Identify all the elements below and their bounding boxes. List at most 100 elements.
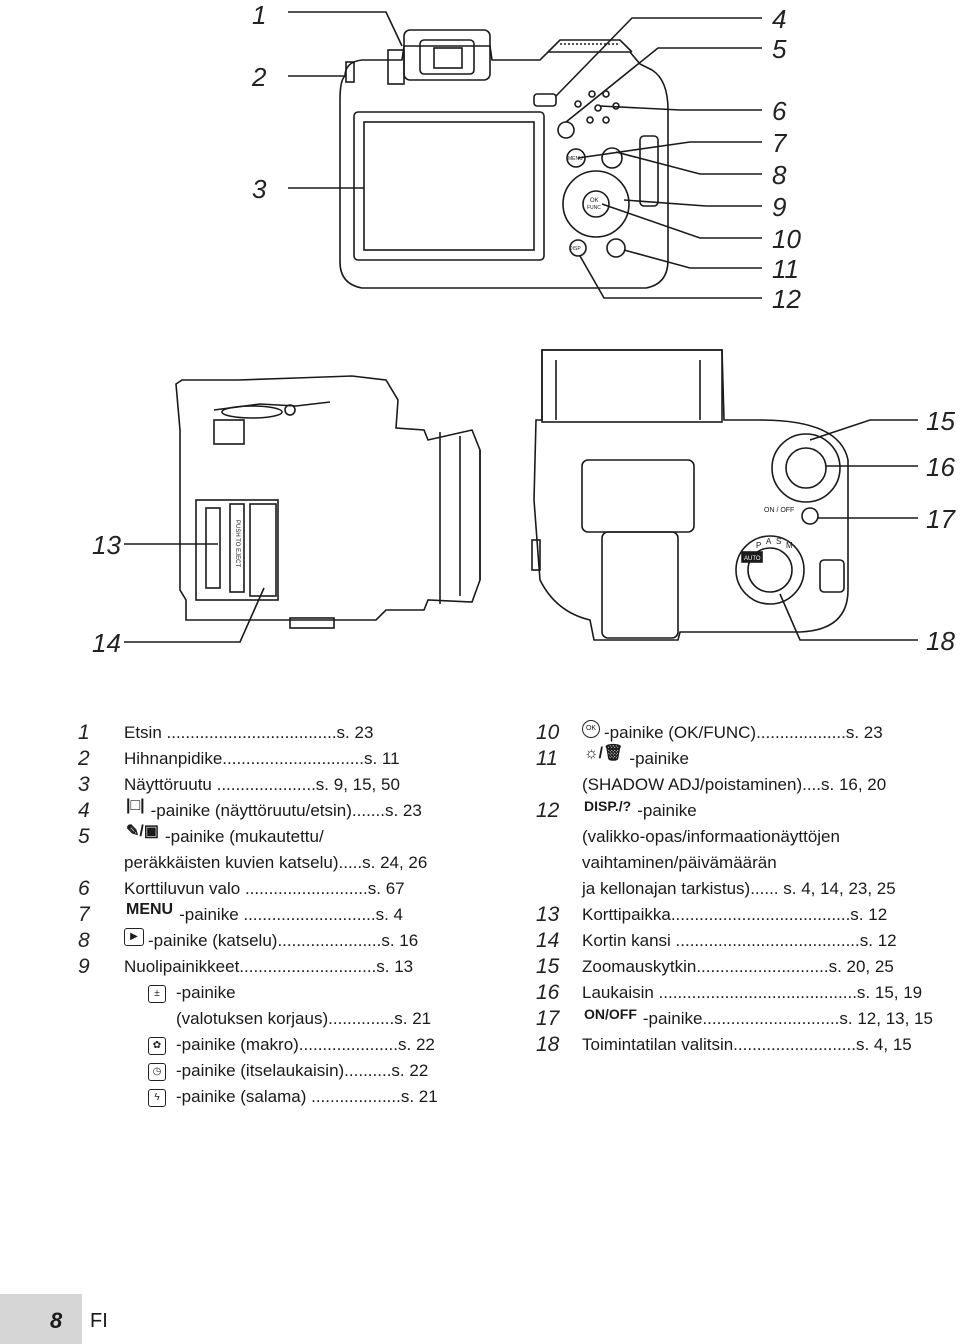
sub-text: -painike (salama) ...................s. … bbox=[176, 1087, 438, 1106]
callout-17: 17 bbox=[926, 504, 955, 534]
callout-9: 9 bbox=[772, 192, 787, 222]
callout-1: 1 bbox=[252, 0, 267, 30]
camera-back-view: OK FUNC DISP MENU bbox=[288, 11, 762, 299]
item-text: -painike (mukautettu/ bbox=[164, 827, 324, 846]
sub-item: ◷ -painike (itselaukaisin)..........s. 22 bbox=[78, 1058, 518, 1084]
list-item: (valikko-opas/informaationäyttöjen bbox=[536, 824, 960, 850]
item-text: Hihnanpidike............................… bbox=[124, 749, 400, 768]
shadow-adj-delete-icon: ☼/🗑 bbox=[584, 745, 624, 762]
callout-13: 13 bbox=[92, 530, 121, 560]
item-text: -painike (OK/FUNC)...................s. … bbox=[604, 723, 883, 742]
list-item: 1 Etsin .................................… bbox=[78, 720, 518, 746]
item-number: 6 bbox=[78, 877, 90, 900]
custom-sequence-icon: ✎/▣ bbox=[126, 823, 159, 840]
list-item: 6 Korttiluvun valo ......................… bbox=[78, 876, 518, 902]
item-number: 15 bbox=[536, 955, 560, 978]
item-number: 17 bbox=[536, 1007, 560, 1030]
item-text: ja kellonajan tarkistus)...... s. 4, 14,… bbox=[582, 879, 896, 898]
list-item: (SHADOW ADJ/poistaminen)....s. 16, 20 bbox=[536, 772, 960, 798]
sub-item: ϟ -painike (salama) ...................s.… bbox=[78, 1084, 518, 1110]
sub-item: ± -painike bbox=[78, 980, 518, 1006]
list-item: 9 Nuolipainikkeet........................… bbox=[78, 954, 518, 980]
item-text: -painike.............................s. … bbox=[642, 1009, 933, 1028]
flash-icon: ϟ bbox=[148, 1089, 166, 1107]
callout-16: 16 bbox=[926, 452, 955, 482]
item-number: 12 bbox=[536, 799, 560, 822]
list-item: 2 Hihnanpidike...........................… bbox=[78, 746, 518, 772]
item-text: -painike bbox=[629, 749, 689, 768]
item-number: 7 bbox=[78, 903, 90, 926]
callout-11: 11 bbox=[772, 254, 799, 284]
item-text: Zoomauskytkin...........................… bbox=[582, 957, 894, 976]
item-number: 11 bbox=[536, 747, 558, 770]
item-text: Etsin ..................................… bbox=[124, 723, 374, 742]
item-number: 3 bbox=[78, 773, 90, 796]
exposure-icon: ± bbox=[148, 985, 166, 1003]
ok-label: OK bbox=[590, 198, 599, 204]
item-number: 18 bbox=[536, 1033, 560, 1056]
item-text: Nuolipainikkeet.........................… bbox=[124, 957, 414, 976]
on-off-icon: ON/OFF bbox=[584, 1006, 637, 1022]
sub-item: (valotuksen korjaus)..............s. 21 bbox=[78, 1006, 518, 1032]
sub-text: -painike bbox=[176, 983, 236, 1002]
menu-label: MENU bbox=[568, 156, 583, 162]
callout-10: 10 bbox=[772, 224, 801, 254]
self-timer-icon: ◷ bbox=[148, 1063, 166, 1081]
page-number-tab bbox=[0, 1294, 82, 1344]
mode-m: M bbox=[786, 541, 793, 550]
list-item: ja kellonajan tarkistus)...... s. 4, 14,… bbox=[536, 876, 960, 902]
item-text: peräkkäisten kuvien katselu).....s. 24, … bbox=[124, 853, 428, 872]
callout-6: 6 bbox=[772, 96, 787, 126]
callout-5: 5 bbox=[772, 34, 787, 64]
auto-label: AUTO bbox=[744, 556, 761, 562]
list-item: 5✎/▣-painike (mukautettu/ bbox=[78, 824, 518, 850]
item-number: 2 bbox=[78, 747, 90, 770]
page-language: FI bbox=[90, 1310, 108, 1332]
sub-text: -painike (makro).....................s. … bbox=[176, 1035, 435, 1054]
list-item: 11 ☼/🗑 -painike bbox=[536, 746, 960, 772]
disp-label: DISP bbox=[569, 246, 581, 252]
parts-list-left: 1 Etsin .................................… bbox=[78, 720, 518, 1110]
list-item: vaihtaminen/päivämäärän bbox=[536, 850, 960, 876]
item-text: -painike (katselu)......................… bbox=[148, 931, 419, 950]
callout-15: 15 bbox=[926, 406, 955, 436]
list-item: 7 MENU -painike ..........................… bbox=[78, 902, 518, 928]
item-text: Kortin kansi ...........................… bbox=[582, 931, 897, 950]
callout-12: 12 bbox=[772, 284, 801, 314]
list-item: 17 ON/OFF -painike........................… bbox=[536, 1006, 960, 1032]
push-to-eject-label: PUSH TO EJECT bbox=[234, 520, 240, 567]
item-text: vaihtaminen/päivämäärän bbox=[582, 853, 777, 872]
item-number: 9 bbox=[78, 955, 90, 978]
camera-diagrams: OK FUNC DISP MENU bbox=[124, 11, 918, 643]
list-item: peräkkäisten kuvien katselu).....s. 24, … bbox=[78, 850, 518, 876]
sub-text: (valotuksen korjaus)..............s. 21 bbox=[176, 1009, 432, 1028]
callout-4: 4 bbox=[772, 4, 787, 34]
on-off-label: ON / OFF bbox=[764, 507, 794, 514]
menu-icon: MENU bbox=[126, 901, 174, 918]
item-number: 13 bbox=[536, 903, 560, 926]
callout-14: 14 bbox=[92, 628, 121, 658]
callout-2: 2 bbox=[252, 62, 267, 92]
camera-top-view: ON / OFF AUTO P A S M bbox=[531, 349, 918, 641]
item-number: 4 bbox=[78, 799, 90, 822]
sub-text: -painike (itselaukaisin)..........s. 22 bbox=[176, 1061, 429, 1080]
mode-p: P bbox=[756, 541, 761, 550]
item-text: -painike bbox=[637, 801, 697, 820]
callout-18: 18 bbox=[926, 626, 955, 656]
mode-a: A bbox=[766, 537, 772, 546]
list-item: 4|□|-painike (näyttöruutu/etsin).......s… bbox=[78, 798, 518, 824]
item-text: (SHADOW ADJ/poistaminen)....s. 16, 20 bbox=[582, 775, 887, 794]
playback-icon: ▶ bbox=[124, 928, 144, 946]
item-text: -painike ............................s. … bbox=[179, 905, 404, 924]
item-text: Korttiluvun valo .......................… bbox=[124, 879, 405, 898]
item-text: Laukaisin ..............................… bbox=[582, 983, 923, 1002]
monitor-toggle-icon: |□| bbox=[126, 797, 145, 814]
item-number: 1 bbox=[78, 721, 90, 744]
ok-func-icon: OK bbox=[582, 720, 600, 738]
callout-7: 7 bbox=[772, 128, 787, 158]
callout-3: 3 bbox=[252, 174, 267, 204]
